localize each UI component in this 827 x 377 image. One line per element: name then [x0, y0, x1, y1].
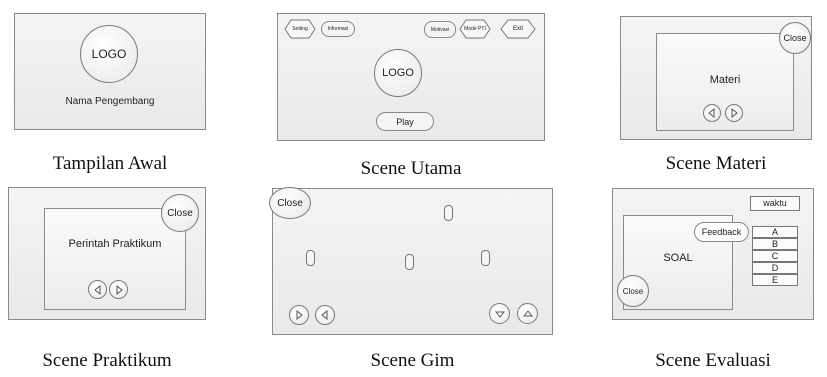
prev-arrow-icon[interactable]	[88, 280, 107, 299]
feedback-button[interactable]: Feedback	[694, 222, 749, 242]
caption-scene-praktikum: Scene Praktikum	[42, 350, 172, 371]
motivasi-button[interactable]: Motivasi	[424, 21, 456, 38]
play-button-label: Play	[396, 116, 414, 127]
close-button-label: Close	[622, 286, 644, 296]
scene-praktikum-panel: Perintah Praktikum Close	[8, 187, 206, 320]
feedback-button-label: Feedback	[701, 227, 742, 237]
waktu-timer: waktu	[750, 196, 800, 211]
materi-title: Materi	[709, 74, 741, 86]
down-arrow-icon[interactable]	[489, 303, 510, 324]
close-button-label: Close	[783, 33, 807, 43]
praktikum-window: Perintah Praktikum	[44, 208, 186, 310]
caption-scene-utama: Scene Utama	[360, 158, 462, 179]
motivasi-button-label: Motivasi	[430, 26, 450, 33]
left-arrow-icon[interactable]	[315, 305, 335, 325]
logo-text: LOGO	[91, 47, 127, 61]
option-label: B	[771, 239, 778, 249]
option-label: E	[771, 275, 778, 285]
hexagon-shape	[500, 19, 536, 39]
option-e[interactable]: E	[752, 274, 798, 286]
option-label: C	[771, 251, 779, 261]
option-label: D	[771, 263, 779, 273]
scene-gim-panel: Close	[269, 187, 553, 335]
game-object	[444, 205, 453, 221]
option-a[interactable]: A	[752, 226, 798, 238]
mode-pti-button[interactable]: Mode PTI	[459, 19, 491, 39]
scene-materi-panel: Materi Close	[620, 16, 812, 140]
game-object	[306, 250, 315, 266]
exit-button-label: Exit	[512, 26, 523, 32]
setting-button[interactable]: Setting	[284, 19, 316, 39]
close-button[interactable]: Close	[779, 22, 811, 54]
hexagon-shape	[459, 19, 491, 39]
mode-pti-button-label: Mode PTI	[464, 26, 486, 32]
informasi-button-label: Informasi	[327, 26, 349, 32]
caption-scene-evaluasi: Scene Evaluasi	[655, 350, 771, 371]
close-button[interactable]: Close	[161, 194, 199, 232]
waktu-label: waktu	[763, 198, 787, 208]
caption-scene-materi: Scene Materi	[665, 153, 767, 174]
logo-circle: LOGO	[374, 49, 422, 97]
hexagon-shape	[284, 19, 316, 39]
close-button-label: Close	[277, 197, 303, 209]
materi-window: Materi	[656, 33, 794, 131]
prev-arrow-icon[interactable]	[703, 104, 721, 122]
game-object	[405, 254, 414, 270]
caption-scene-gim: Scene Gim	[370, 350, 455, 371]
caption-tampilan-awal: Tampilan Awal	[52, 153, 168, 174]
praktikum-title: Perintah Praktikum	[68, 238, 162, 250]
logo-text: LOGO	[382, 67, 414, 79]
logo-circle: LOGO	[80, 25, 138, 83]
option-c[interactable]: C	[752, 250, 798, 262]
scene-evaluasi-panel: waktu SOAL Feedback A B C D E Close	[612, 188, 814, 320]
option-label: A	[771, 227, 778, 237]
developer-name: Nama Pengembang	[65, 96, 155, 107]
close-button[interactable]: Close	[617, 275, 649, 307]
up-arrow-icon[interactable]	[517, 303, 538, 324]
game-object	[481, 250, 490, 266]
setting-button-label: Setting	[292, 26, 308, 32]
right-arrow-icon[interactable]	[289, 305, 309, 325]
tampilan-awal-panel: LOGO Nama Pengembang	[14, 13, 206, 130]
exit-button[interactable]: Exit	[500, 19, 536, 39]
soal-text: SOAL	[663, 252, 693, 264]
option-d[interactable]: D	[752, 262, 798, 274]
informasi-button[interactable]: Informasi	[321, 21, 355, 37]
close-button[interactable]: Close	[269, 187, 311, 219]
play-button[interactable]: Play	[376, 112, 434, 131]
next-arrow-icon[interactable]	[725, 104, 743, 122]
close-button-label: Close	[167, 207, 193, 219]
scene-utama-panel: Setting Informasi Motivasi Mode PTI Exit…	[277, 13, 545, 141]
option-b[interactable]: B	[752, 238, 798, 250]
next-arrow-icon[interactable]	[109, 280, 128, 299]
